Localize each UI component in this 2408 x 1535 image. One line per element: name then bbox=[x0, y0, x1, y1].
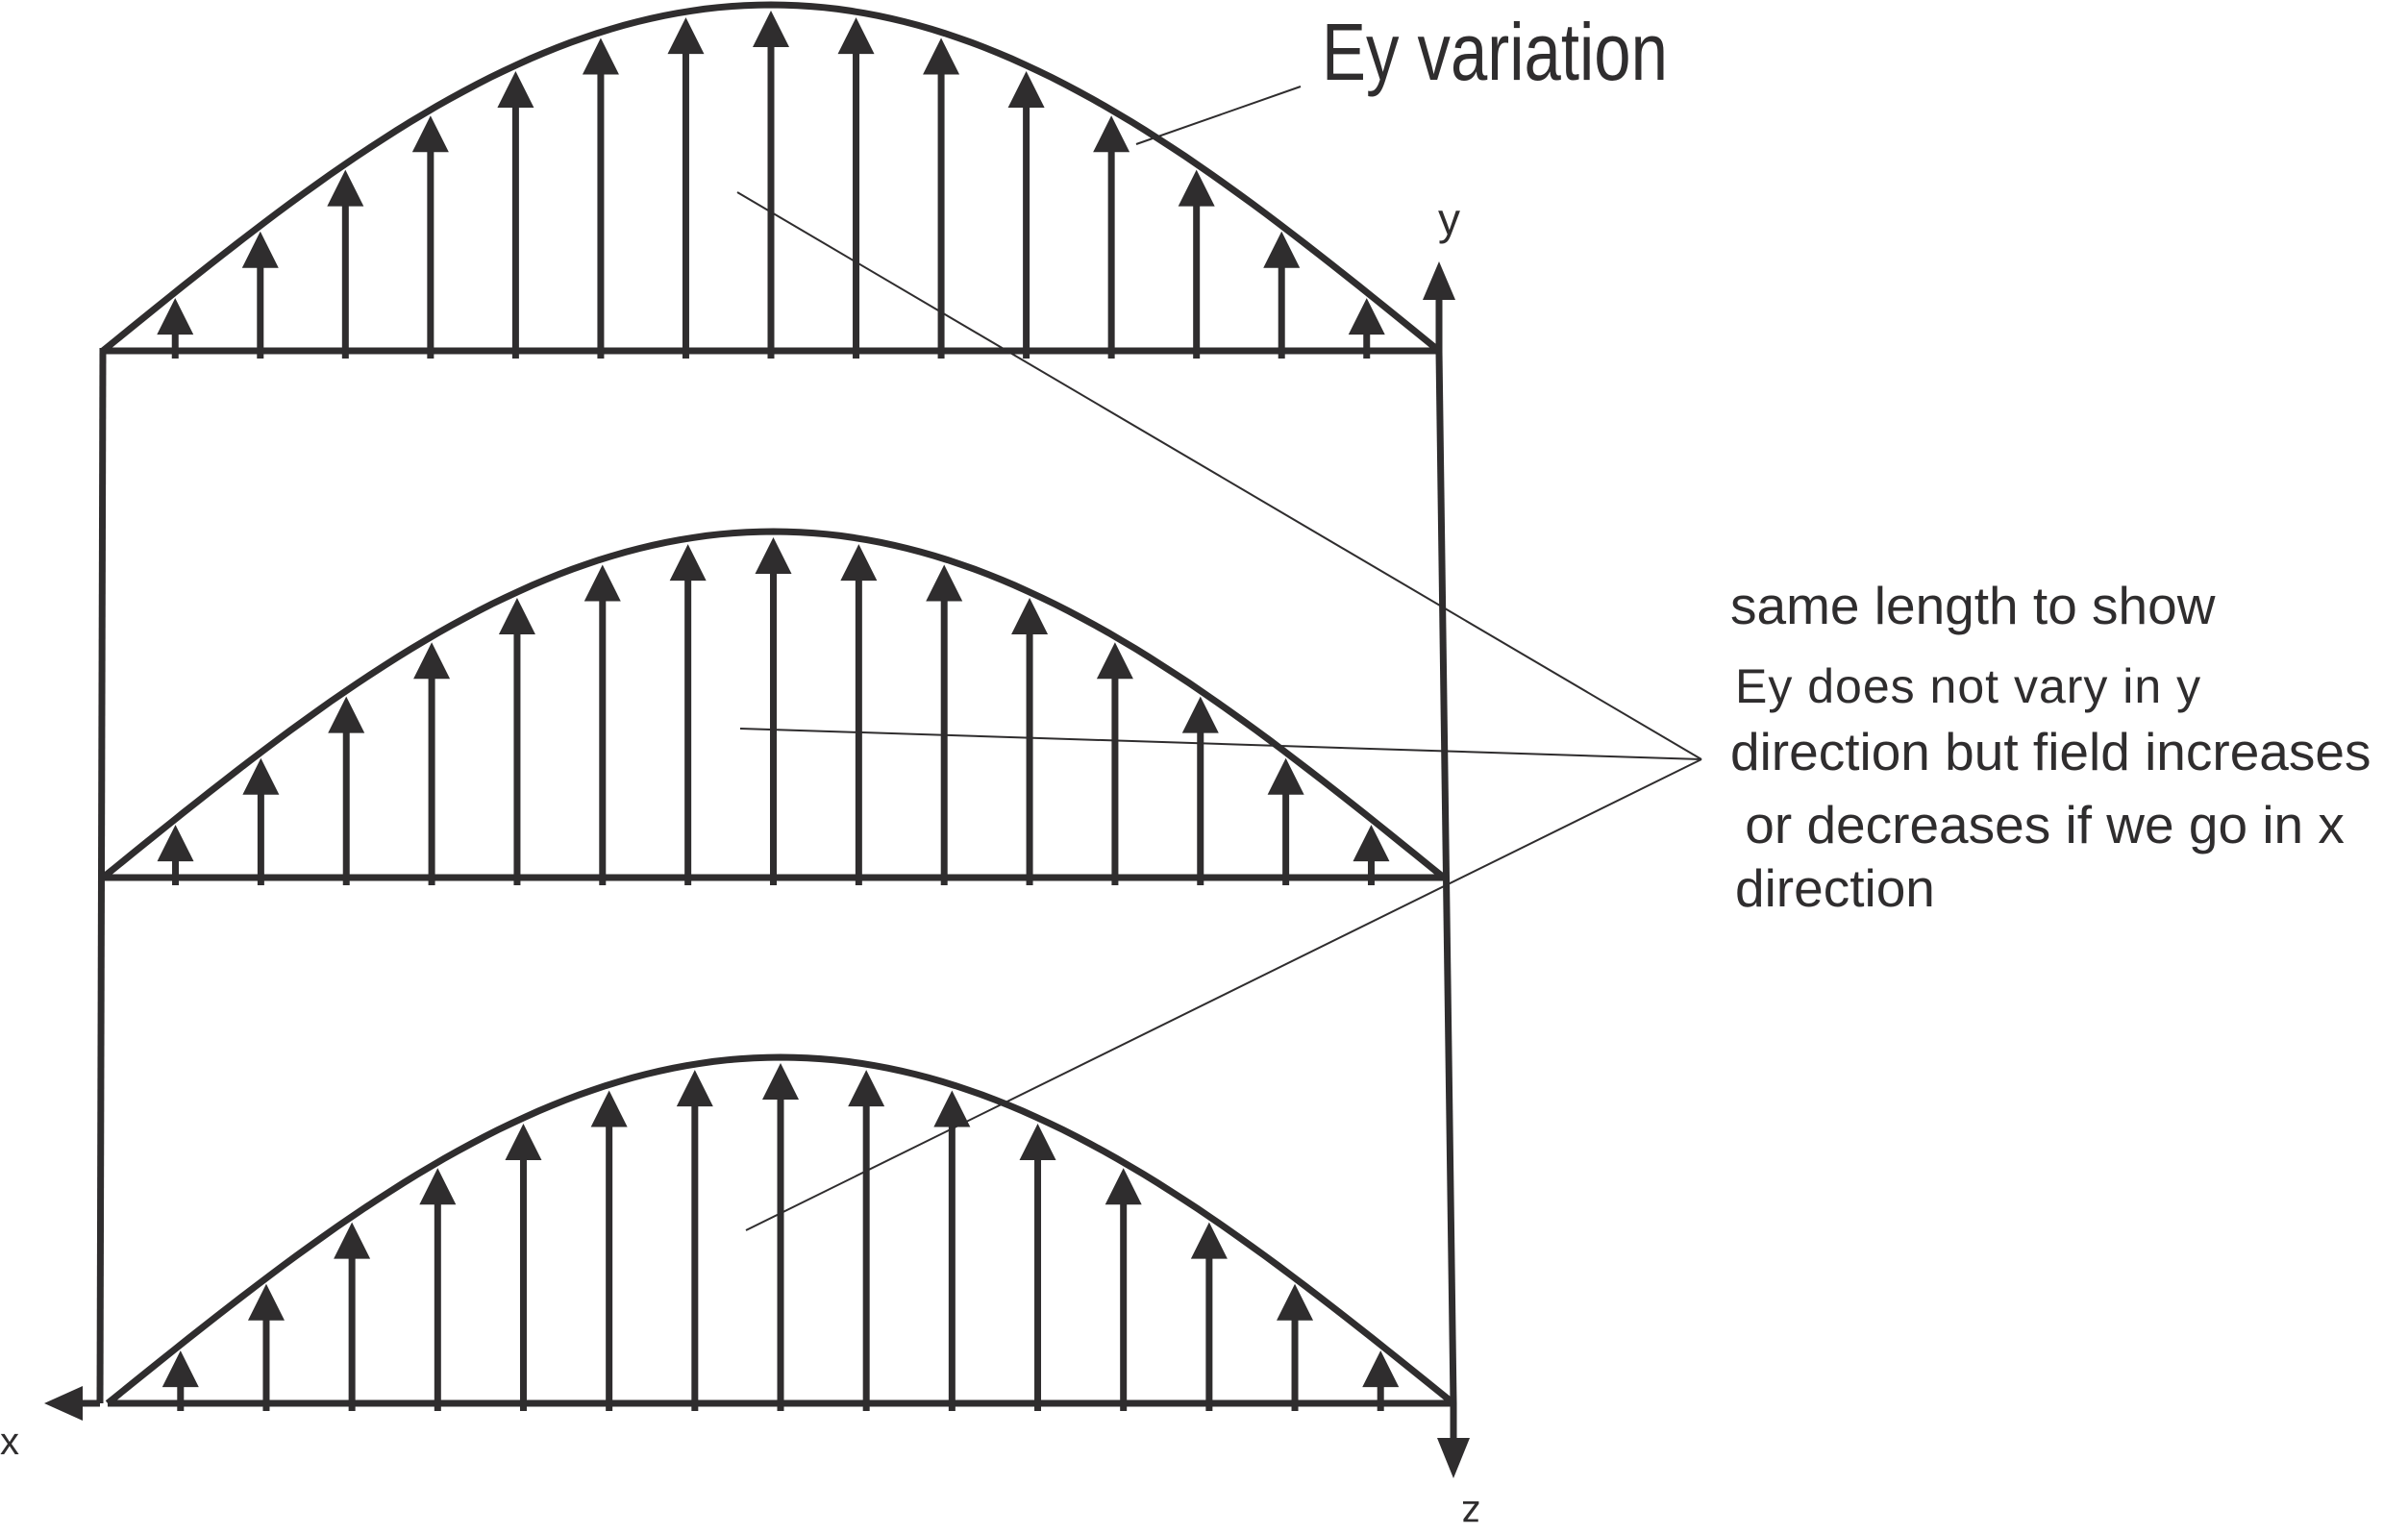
field-arrow bbox=[1267, 757, 1304, 885]
field-arrow bbox=[848, 1070, 885, 1411]
field-arrow bbox=[411, 115, 449, 359]
top-sheet bbox=[100, 1, 1442, 359]
annotation-line-1: same length to show bbox=[1730, 576, 2216, 635]
y-axis-arrow bbox=[1423, 261, 1455, 352]
field-arrow bbox=[669, 544, 707, 885]
field-arrow bbox=[1263, 231, 1301, 359]
field-arrow bbox=[590, 1090, 628, 1411]
ey-envelope-curve bbox=[105, 1053, 1456, 1406]
field-arrow bbox=[334, 1222, 371, 1411]
z-axis-arrow bbox=[1437, 1403, 1470, 1478]
field-arrow bbox=[1362, 1350, 1400, 1411]
field-arrow bbox=[1353, 825, 1390, 885]
diagram-title: Ey variation bbox=[1322, 7, 1668, 97]
field-arrow bbox=[583, 564, 621, 885]
field-arrow bbox=[161, 1350, 199, 1411]
field-arrow bbox=[1096, 642, 1133, 885]
field-arrow bbox=[242, 757, 280, 885]
field-arrow bbox=[1277, 1283, 1314, 1411]
field-arrow bbox=[157, 825, 194, 885]
field-arrow bbox=[933, 1090, 971, 1411]
annotation-leader-top bbox=[736, 191, 1702, 760]
field-arrow bbox=[837, 17, 875, 359]
field-arrow bbox=[667, 17, 705, 359]
field-arrow bbox=[926, 564, 963, 885]
field-arrow bbox=[327, 169, 364, 359]
z-axis-label: z bbox=[1461, 1493, 1480, 1535]
field-arrow bbox=[419, 1168, 457, 1411]
field-arrow bbox=[923, 37, 960, 359]
annotation-line-4: or decreases if we go in x bbox=[1730, 795, 2345, 854]
frame-right-edge bbox=[1435, 351, 1457, 1404]
field-arrow bbox=[1348, 298, 1385, 359]
field-arrow bbox=[157, 298, 194, 359]
annotation-line-2: Ey does not vary in y bbox=[1735, 659, 2202, 713]
field-arrow bbox=[505, 1123, 542, 1411]
field-arrow bbox=[413, 642, 451, 885]
field-arrow bbox=[247, 1283, 285, 1411]
title-leader-line bbox=[1135, 86, 1302, 145]
field-arrow bbox=[755, 537, 792, 885]
annotation-line-5: direction bbox=[1735, 858, 1935, 918]
field-arrow bbox=[1019, 1123, 1056, 1411]
bottom-sheet bbox=[105, 1053, 1456, 1411]
field-arrow bbox=[1011, 597, 1049, 885]
x-axis-label: x bbox=[0, 1421, 19, 1463]
field-arrow bbox=[1178, 169, 1215, 359]
field-arrow bbox=[753, 11, 789, 359]
field-arrow bbox=[1007, 70, 1045, 359]
y-axis-label: y bbox=[1438, 194, 1460, 244]
field-arrow bbox=[328, 696, 365, 885]
field-arrow bbox=[1190, 1222, 1228, 1411]
field-arrow bbox=[582, 37, 619, 359]
field-arrow bbox=[241, 231, 279, 359]
field-arrow bbox=[1093, 115, 1130, 359]
field-arrow bbox=[676, 1070, 713, 1411]
ey-envelope-curve bbox=[100, 528, 1447, 880]
field-arrow bbox=[498, 597, 535, 885]
annotation-leader-middle bbox=[739, 728, 1702, 760]
field-arrow bbox=[1105, 1168, 1142, 1411]
x-axis-arrow bbox=[44, 1386, 100, 1421]
field-arrow bbox=[1181, 696, 1219, 885]
middle-sheet bbox=[100, 528, 1447, 885]
annotation-leader-bottom bbox=[745, 758, 1702, 1231]
ey-envelope-curve bbox=[100, 1, 1442, 354]
field-arrow bbox=[840, 544, 878, 885]
annotation-line-3: direction but field increases bbox=[1730, 722, 2371, 781]
field-arrow bbox=[497, 70, 534, 359]
field-arrow bbox=[762, 1063, 799, 1411]
